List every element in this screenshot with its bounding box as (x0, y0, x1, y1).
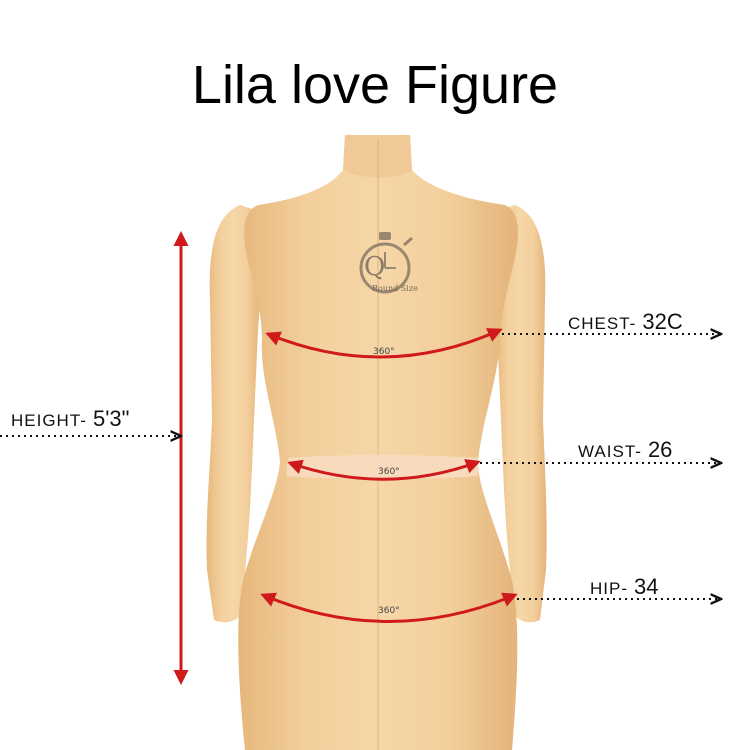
right-arm (494, 205, 547, 623)
hip-arrow (260, 592, 518, 623)
logo-text: Round Size (372, 284, 418, 293)
stopwatch-logo-icon (359, 232, 413, 294)
hip-label: HIP- 34 (590, 574, 658, 600)
chest-degree-label: 360° (373, 347, 395, 357)
height-key: HEIGHT- (11, 411, 87, 430)
height-value: 5'3" (92, 406, 130, 431)
chest-label: CHEST- 32C (568, 309, 683, 335)
page-title: Lila love Figure (191, 55, 559, 115)
chest-value: 32C (642, 309, 683, 334)
hip-degree-label: 360° (378, 606, 400, 616)
chest-arrow (265, 328, 503, 359)
waist-degree-label: 360° (378, 467, 400, 477)
chest-key: CHEST- (568, 314, 637, 333)
left-arm (206, 205, 261, 623)
waist-key: WAIST- (578, 442, 642, 461)
hip-value: 34 (634, 574, 659, 599)
height-label: HEIGHT- 5'3" (11, 406, 129, 432)
hip-key: HIP- (590, 579, 628, 598)
logo-monogram: Q (364, 252, 385, 282)
waist-arrow (287, 459, 481, 481)
waist-value: 26 (647, 437, 673, 462)
waist-label: WAIST- 26 (578, 437, 672, 463)
